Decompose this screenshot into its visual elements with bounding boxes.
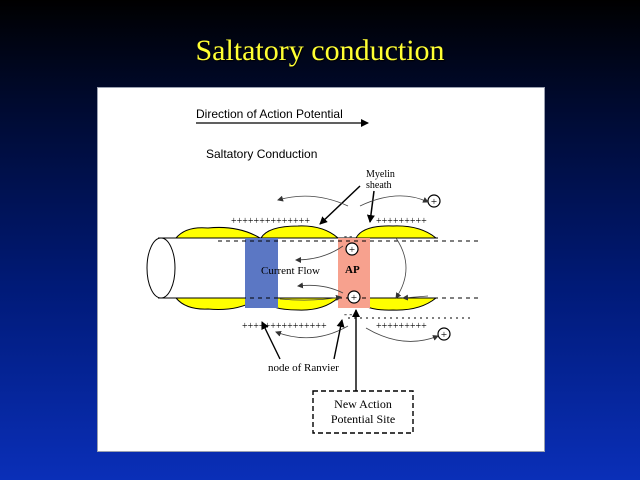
- current-flow-label: Current Flow: [261, 265, 320, 277]
- axon-cut-end: [146, 237, 176, 299]
- myelin-pointer-right: [366, 190, 375, 223]
- current-arrow-outer-bottom-left: [275, 325, 349, 339]
- myelin-label-line1: Myelin: [366, 169, 395, 180]
- current-arrow-inner-top: [295, 245, 344, 263]
- current-arrow-ap-loop: [395, 237, 407, 299]
- direction-label: Direction of Action Potential: [196, 107, 343, 121]
- current-arrow-outer-bottom-right: [365, 327, 439, 342]
- current-arrow-inner-bottom: [297, 282, 344, 294]
- ion-outside-top: +: [427, 194, 441, 208]
- current-flow-band: [245, 238, 278, 308]
- svg-text:+: +: [431, 196, 437, 208]
- charges-top-right: +++++++++: [376, 216, 427, 227]
- charges-bottom-right: +++++++++: [376, 321, 427, 332]
- new-site-box: [312, 390, 414, 434]
- ion-bottom-node: +: [347, 290, 361, 304]
- slide-title: Saltatory conduction: [195, 34, 445, 67]
- charges-minus-top: - -: [344, 231, 352, 241]
- ion-top-node: +: [345, 242, 359, 256]
- charges-bottom-left: +++++++++++++++: [242, 321, 327, 332]
- node-pointer-left: [261, 321, 281, 360]
- svg-text:+: +: [441, 329, 447, 341]
- ion-outside-bottom: +: [437, 327, 451, 341]
- svg-text:+: +: [351, 292, 357, 304]
- new-site-line1: New Action: [334, 397, 392, 411]
- saltatory-conduction-figure: Direction of Action Potential Saltatory …: [97, 87, 545, 452]
- diagram-subtitle: Saltatory Conduction: [206, 147, 317, 161]
- node-pointer-right: [333, 319, 345, 360]
- axon-diagram: Direction of Action Potential Saltatory …: [146, 107, 478, 434]
- myelin-segment-2-top: [260, 225, 340, 239]
- current-arrow-outer-top-right: [359, 195, 429, 207]
- current-arrow-inner-return: [279, 294, 342, 301]
- ap-label: AP: [345, 264, 360, 276]
- current-arrow-outer-top-left: [277, 195, 349, 207]
- myelin-segment-3-top: [355, 225, 438, 239]
- current-arrow-right-inner: [402, 294, 429, 301]
- svg-text:+: +: [349, 244, 355, 256]
- node-of-ranvier-label: node of Ranvier: [268, 362, 339, 374]
- myelin-segment-1-top: [174, 227, 262, 239]
- myelin-label-line2: sheath: [366, 180, 392, 191]
- new-site-line2: Potential Site: [331, 412, 395, 426]
- charges-minus-bottom: - -: [344, 309, 352, 319]
- myelin-pointer-left: [319, 185, 361, 225]
- charges-top-left: ++++++++++++++: [231, 216, 310, 227]
